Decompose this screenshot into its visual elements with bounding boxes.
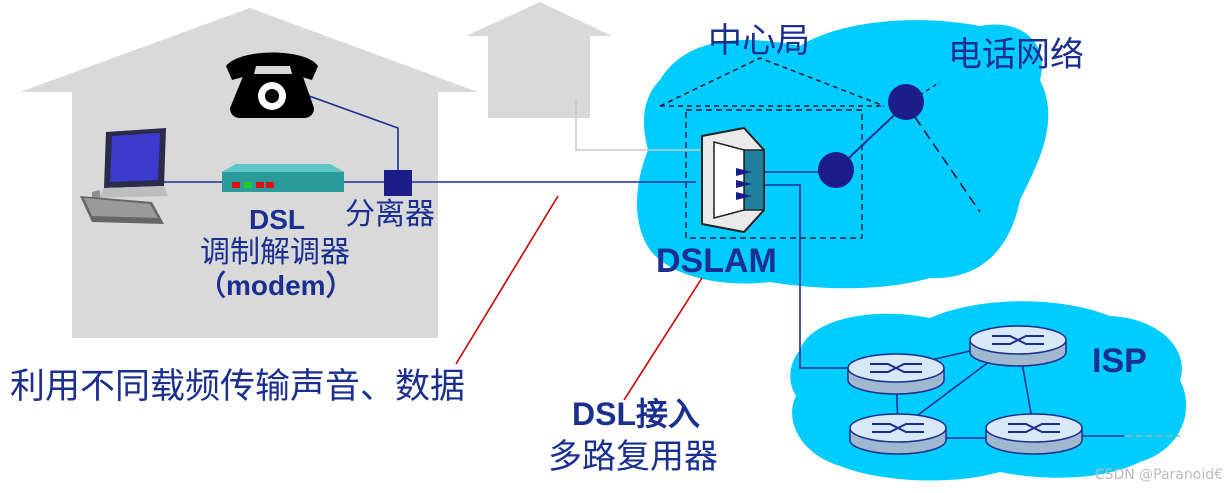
router-icon — [985, 413, 1083, 455]
dslam-label: DSLAM — [656, 242, 777, 280]
caption-left: 利用不同载频传输声音、数据 — [10, 367, 466, 407]
central-office-building — [466, 2, 612, 118]
router-icon — [849, 413, 947, 455]
telephone-icon — [226, 52, 318, 118]
phone-to-splitter-wire — [297, 91, 399, 170]
dsl-label: DSL — [249, 204, 305, 235]
dslam-to-isp-wire — [764, 184, 850, 369]
caption-pointer-line — [455, 195, 559, 365]
isp-cloud — [790, 301, 1187, 481]
splitter-label: 分离器 — [345, 197, 435, 232]
dslam-icon — [701, 126, 765, 234]
dslam-pointer-line — [623, 277, 703, 401]
central-office-dashed-box — [685, 109, 863, 239]
telephone-network-label: 电话网络 — [948, 35, 1084, 75]
splitter-icon — [384, 170, 412, 196]
phone-network-node — [818, 152, 854, 188]
node-dashed-link — [905, 81, 941, 105]
office-to-dslam-wire — [575, 100, 700, 151]
dslam-desc-line2: 多路复用器 — [548, 437, 718, 477]
router-icon — [847, 353, 945, 395]
modem-label-cn: 调制解调器 — [200, 235, 350, 270]
network-dashed-link — [905, 103, 981, 213]
dslam-desc-line1: DSL接入 — [572, 396, 701, 432]
modem-label-en: （modem） — [198, 270, 354, 301]
watermark: CSDN @Paranoid€ — [1094, 467, 1223, 483]
central-office-roof-dashed — [659, 57, 885, 107]
central-office-label: 中心局 — [708, 21, 810, 61]
computer-icon — [80, 128, 168, 224]
dsl-modem-icon — [222, 164, 344, 192]
isp-label: ISP — [1092, 342, 1147, 380]
router-icon — [969, 325, 1067, 367]
phone-network-node — [888, 84, 924, 120]
